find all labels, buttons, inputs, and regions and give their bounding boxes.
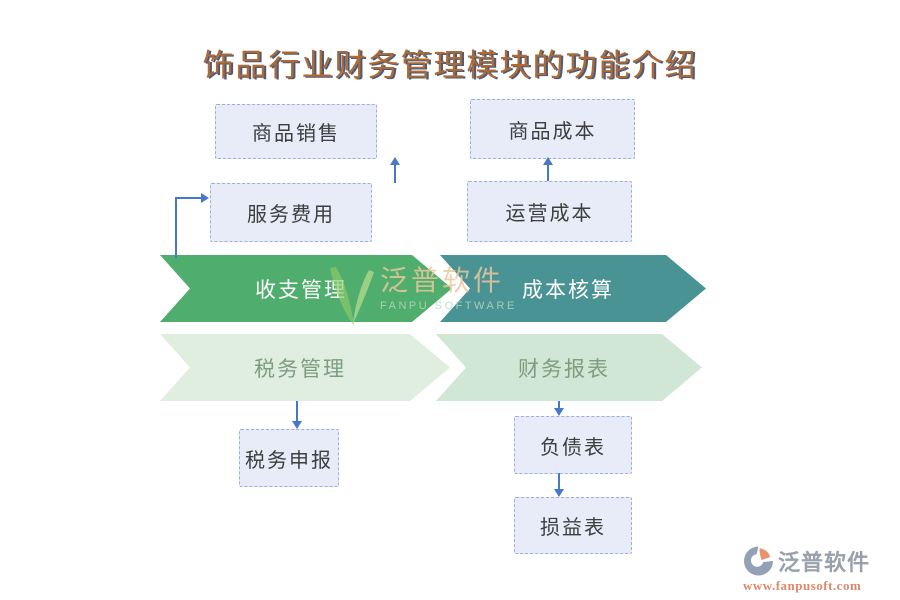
node-product-sales: 商品销售 — [215, 104, 377, 159]
arrow-up-icon — [543, 157, 553, 165]
banner-label: 成本核算 — [522, 277, 614, 302]
fanpu-logo-icon — [743, 546, 774, 576]
arrow-right-icon — [201, 193, 209, 203]
arrow-line — [175, 197, 201, 199]
page-title: 饰品行业财务管理模块的功能介绍 — [202, 48, 698, 83]
node-profit-loss-sheet: 损益表 — [514, 497, 632, 554]
footer-logo: 泛普软件 www.fanpusoft.com — [743, 545, 873, 594]
node-product-cost: 商品成本 — [470, 99, 635, 159]
arrow-down-icon — [554, 489, 564, 497]
arrow-line — [394, 164, 396, 183]
banner-label: 税务管理 — [254, 356, 346, 381]
footer-website: www.fanpusoft.com — [743, 578, 862, 593]
arrow-down-icon — [554, 408, 564, 416]
arrow-line — [296, 401, 298, 421]
arrow-line — [558, 401, 560, 408]
arrow-line — [547, 164, 549, 181]
banner-financial-reports: 财务报表 — [436, 334, 702, 401]
node-operating-cost: 运营成本 — [467, 181, 632, 242]
footer-logo-row: 泛普软件 — [743, 545, 873, 577]
banner-label: 收支管理 — [255, 277, 347, 302]
banner-income-expense-management: 收支管理 — [160, 255, 452, 322]
node-balance-sheet: 负债表 — [514, 416, 632, 474]
arrow-line — [558, 473, 560, 489]
arrow-down-icon — [292, 421, 302, 429]
node-service-fees: 服务费用 — [210, 183, 372, 242]
arrow-up-icon — [390, 157, 400, 165]
node-tax-declaration: 税务申报 — [239, 429, 339, 487]
banner-cost-accounting: 成本核算 — [440, 255, 706, 322]
banner-label: 财务报表 — [518, 356, 610, 381]
arrow-line — [175, 197, 177, 258]
banner-tax-management: 税务管理 — [160, 334, 450, 401]
footer-brand: 泛普软件 — [778, 550, 871, 575]
